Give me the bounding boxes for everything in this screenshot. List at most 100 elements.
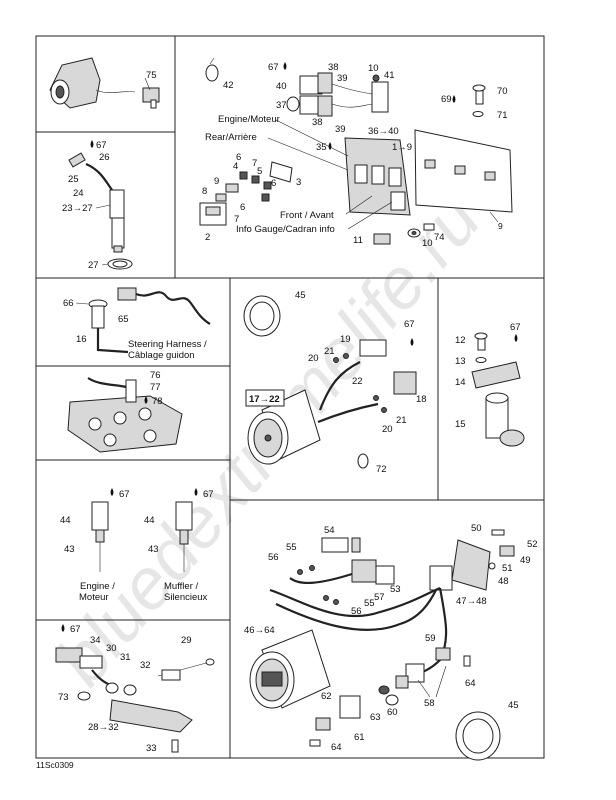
callout-67d: 67 <box>510 322 521 333</box>
callout-39a: 39 <box>337 73 348 84</box>
text-muffler-1: Muffler / <box>164 581 199 592</box>
panel-frames <box>35 35 545 759</box>
callout-54: 54 <box>324 525 335 536</box>
callout-53: 53 <box>390 584 401 595</box>
callout-3: 3 <box>296 177 301 188</box>
callout-28-32: 28→32 <box>88 722 119 733</box>
callout-65: 65 <box>118 314 129 325</box>
callout-23-27: 23→27 <box>62 203 93 214</box>
callout-44b: 44 <box>144 515 155 526</box>
callout-6c: 6 <box>240 202 245 213</box>
callout-74: 74 <box>434 232 445 243</box>
callout-61: 61 <box>354 732 365 743</box>
callout-34: 34 <box>90 635 101 646</box>
callout-67g: 67 <box>70 624 81 635</box>
text-info-gauge: Info Gauge/Cadran info <box>236 224 335 235</box>
callout-15: 15 <box>455 419 466 430</box>
callout-77: 77 <box>150 382 161 393</box>
callout-9: 9 <box>214 176 219 187</box>
callout-26: 26 <box>99 152 110 163</box>
panel-electrical-box: 42 67 38 10 41 40 39 37 38 39 36→40 70 6… <box>199 57 513 249</box>
callout-32a: 32 <box>140 660 151 671</box>
callout-55a: 55 <box>286 542 297 553</box>
callout-59: 59 <box>425 633 436 644</box>
callout-56a: 56 <box>268 552 279 563</box>
callout-13: 13 <box>455 356 466 367</box>
callout-1-9: 1→9 <box>392 142 412 153</box>
callout-56b: 56 <box>351 606 362 617</box>
callout-67e: 67 <box>119 489 130 500</box>
callout-6a: 6 <box>236 152 241 163</box>
callout-55b: 55 <box>364 598 375 609</box>
callout-64a: 64 <box>465 678 476 689</box>
callout-67b: 67 <box>268 62 279 73</box>
callout-12: 12 <box>455 335 466 346</box>
text-muffler-2: Silencieux <box>164 592 208 603</box>
callout-7a: 7 <box>252 158 257 169</box>
callout-46-64: 46→64 <box>244 625 275 636</box>
callout-33: 33 <box>146 743 157 754</box>
text-steering-1: Steering Harness / <box>128 339 207 350</box>
callout-4: 4 <box>233 161 238 172</box>
callout-11: 11 <box>353 235 363 246</box>
callout-58: 58 <box>424 698 435 709</box>
callout-44a: 44 <box>60 515 71 526</box>
drawing-code: 11Sc0309 <box>36 760 74 770</box>
callout-67f: 67 <box>203 489 214 500</box>
callout-49: 49 <box>520 555 531 566</box>
callout-45b: 45 <box>508 700 519 711</box>
callout-29: 29 <box>181 635 192 646</box>
callout-21b: 21 <box>396 415 407 426</box>
callout-18: 18 <box>416 394 427 405</box>
callout-52: 52 <box>527 539 538 550</box>
callout-71: 71 <box>497 110 508 121</box>
text-rear-arriere: Rear/Arrière <box>205 132 257 143</box>
callout-16: 16 <box>76 334 87 345</box>
callout-70: 70 <box>497 86 508 97</box>
text-engine-2: Moteur <box>79 592 109 603</box>
callout-25: 25 <box>68 174 79 185</box>
callout-31: 31 <box>120 652 131 663</box>
callout-17-22: 17→22 <box>249 394 280 405</box>
callout-2: 2 <box>205 232 210 243</box>
panel-temp-switches: 67 44 43 Engine / Moteur 67 44 43 Muffle… <box>60 488 214 603</box>
panel-engine-sensor: 76 77 78 <box>67 370 183 453</box>
callout-43b: 43 <box>148 544 159 555</box>
callout-60: 60 <box>387 707 398 718</box>
callout-10a: 10 <box>368 63 379 74</box>
panel-temp-sensor: 67 26 25 24 23→27 27 <box>62 140 133 271</box>
callout-72: 72 <box>376 464 387 475</box>
callout-67a: 67 <box>96 140 107 151</box>
callout-22: 22 <box>352 376 363 387</box>
callout-48: 48 <box>498 576 509 587</box>
callout-38a: 38 <box>328 62 339 73</box>
callout-20a: 20 <box>308 353 319 364</box>
callout-68: 9 <box>498 221 503 231</box>
callout-24: 24 <box>73 188 84 199</box>
callout-63: 63 <box>370 712 381 723</box>
panel-switch-assembly: 67 34 30 31 32 29 73 28→32 33 <box>55 624 215 754</box>
callout-35: 35 <box>316 142 327 153</box>
callout-27: 27 <box>88 260 99 271</box>
callout-19: 19 <box>340 334 351 345</box>
callout-40: 40 <box>276 81 287 92</box>
callout-51: 51 <box>502 563 513 574</box>
text-engine-1: Engine / <box>80 581 115 592</box>
callout-75: 75 <box>146 70 157 81</box>
callout-14: 14 <box>455 377 466 388</box>
callout-67c: 67 <box>404 319 415 330</box>
callout-30: 30 <box>106 643 117 654</box>
callout-10b: 10 <box>422 238 433 249</box>
callout-38b: 38 <box>312 117 323 128</box>
callout-62: 62 <box>321 691 332 702</box>
callout-21a: 21 <box>324 346 335 357</box>
panel-steering-harness: 66 65 16 Steering Harness / Câblage guid… <box>63 287 211 361</box>
text-engine-moteur: Engine/Moteur <box>218 114 280 125</box>
callout-42: 42 <box>223 80 234 91</box>
text-front-avant: Front / Avant <box>280 210 334 221</box>
panel-gauge: 45 67 19 21 20 17→22 22 18 21 20 72 <box>243 290 427 475</box>
callout-8: 8 <box>202 186 207 197</box>
callout-76: 76 <box>150 370 161 381</box>
panel-main-harness: 54 50 52 55 56 49 51 57 53 48 56 55 47→4… <box>244 523 538 761</box>
